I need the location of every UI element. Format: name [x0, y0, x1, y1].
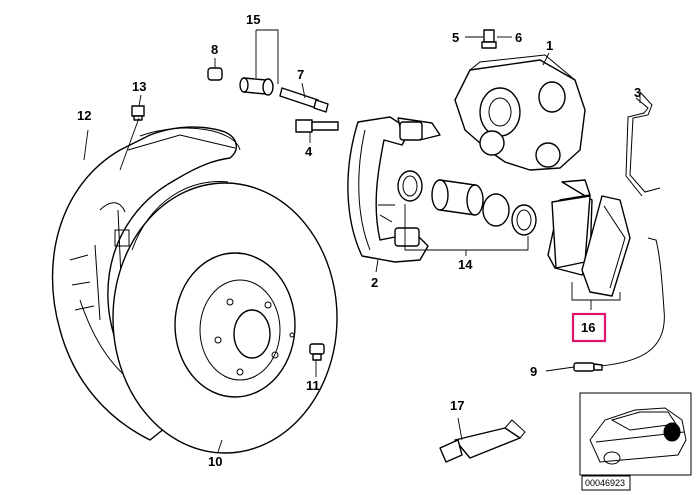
grease-tube[interactable]: [439, 419, 526, 463]
callout-15: 15: [246, 12, 260, 27]
caliper-housing[interactable]: [454, 54, 586, 171]
leader-lines: [83, 29, 641, 453]
callout-16: 16: [581, 320, 595, 335]
brake-pads[interactable]: [547, 179, 631, 297]
callout-8: 8: [211, 42, 218, 57]
car-illustration: [589, 407, 687, 465]
vehicle-inset: 00046923: [579, 392, 692, 491]
callout-9: 9: [530, 364, 537, 379]
bleeder-valve[interactable]: [481, 29, 497, 49]
caliper-carrier[interactable]: [347, 116, 441, 263]
callout-1: 1: [546, 38, 553, 53]
callout-17: 17: [450, 398, 464, 413]
brake-disc[interactable]: [112, 181, 338, 454]
callout-4: 4: [305, 144, 313, 159]
bolt-13[interactable]: [131, 105, 145, 121]
callout-3: 3: [634, 85, 641, 100]
guide-bolt-7[interactable]: [279, 87, 329, 113]
callout-2: 2: [371, 275, 378, 290]
callout-12: 12: [77, 108, 91, 123]
piston-kit[interactable]: [397, 170, 537, 236]
callout-7: 7: [297, 67, 304, 82]
spring-clip[interactable]: [625, 91, 661, 197]
screw-4[interactable]: [295, 119, 339, 133]
highlighted-wheel: [663, 422, 681, 442]
callout-13: 13: [132, 79, 146, 94]
callout-14: 14: [458, 257, 473, 272]
callout-labels: 1 2 3 4 5 6 7 8 9 10 11 12 13 14 15 16 1…: [77, 12, 641, 469]
callout-5: 5: [452, 30, 459, 45]
callout-16-highlight: [571, 312, 607, 343]
cap-8[interactable]: [207, 67, 223, 81]
screw-11[interactable]: [309, 343, 325, 361]
callout-6: 6: [515, 30, 522, 45]
guide-bushing-15[interactable]: [239, 77, 274, 96]
callout-10: 10: [208, 454, 222, 469]
inset-code: 00046923: [585, 478, 625, 488]
callout-11: 11: [306, 378, 320, 393]
